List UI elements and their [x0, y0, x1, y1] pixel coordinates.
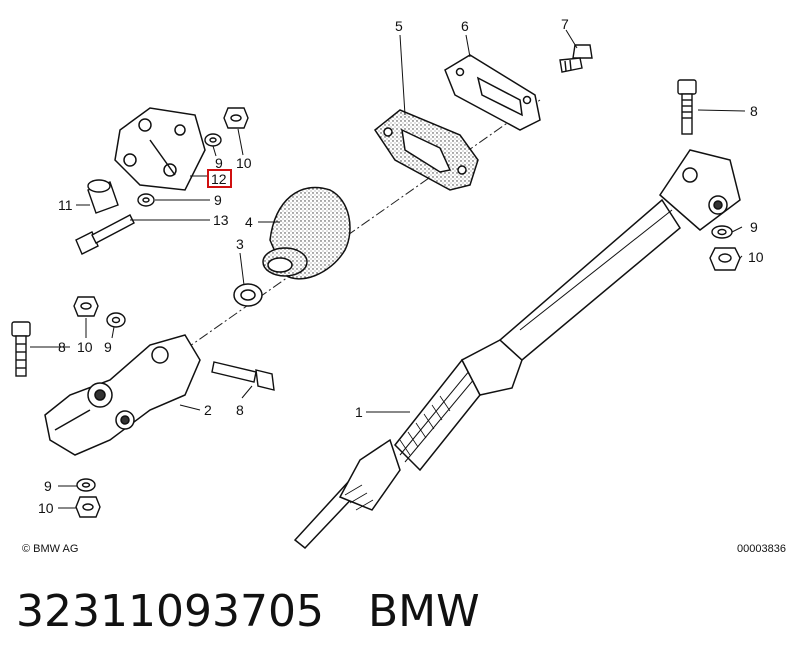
- washer-left: [76, 478, 96, 492]
- bearing-ring: [233, 283, 263, 307]
- flex-coupling: [114, 107, 206, 191]
- nut-left: [75, 496, 101, 518]
- callout-6: 6: [461, 18, 469, 34]
- part-footer: 32311093705 BMW: [16, 586, 524, 637]
- exploded-parts-diagram: 1 2 3 4 5 6 7 8 8 8 9 9 9 9 10 10 10 10 …: [11, 16, 786, 555]
- callout-10-top: 10: [236, 155, 252, 171]
- washer-top: [204, 133, 222, 147]
- diagram-id: 00003836: [737, 543, 786, 555]
- callout-10-mid: 10: [77, 339, 93, 355]
- callout-9-right: 9: [750, 219, 758, 235]
- shaft-splines: [344, 395, 451, 511]
- rubber-boot: [262, 186, 351, 280]
- nut-right: [709, 247, 741, 271]
- steering-shaft: [293, 149, 741, 550]
- bolt-left: [11, 321, 31, 377]
- sleeve: [87, 179, 119, 214]
- bolt-mid: [211, 361, 275, 391]
- callout-5: 5: [395, 18, 403, 34]
- callout-9-top: 9: [215, 155, 223, 171]
- gasket: [444, 54, 541, 131]
- callout-9-top2: 9: [214, 192, 222, 208]
- callout-13: 13: [213, 212, 229, 228]
- highlight-box: [207, 169, 232, 188]
- callout-10-left: 10: [38, 500, 54, 516]
- bolt-13: [75, 214, 135, 255]
- cover-plate: [373, 109, 479, 191]
- washer-right: [711, 225, 733, 239]
- screw: [559, 44, 593, 73]
- part-number: 32311093705: [16, 586, 324, 637]
- callout-3: 3: [236, 236, 244, 252]
- callout-12: 12: [211, 171, 227, 187]
- washer-coupling: [137, 193, 155, 207]
- callout-10-right: 10: [748, 249, 764, 265]
- callout-8-bolt-mid: 8: [236, 402, 244, 418]
- washer-mid: [106, 312, 126, 328]
- callout-7: 7: [561, 16, 569, 32]
- brand-name: BMW: [367, 586, 480, 637]
- nut-mid: [73, 296, 99, 317]
- callout-9-mid: 9: [104, 339, 112, 355]
- callout-8-left: 8: [58, 339, 66, 355]
- callout-11: 11: [58, 197, 73, 213]
- callout-4: 4: [245, 214, 253, 230]
- callout-1: 1: [355, 404, 363, 420]
- callout-8-top-right: 8: [750, 103, 758, 119]
- bolt-top-right: [677, 79, 697, 135]
- lower-universal-joint: [44, 334, 201, 456]
- copyright: © BMW AG: [22, 543, 78, 555]
- callout-9-left: 9: [44, 478, 52, 494]
- leader-lines: [30, 29, 746, 509]
- nut-top: [223, 107, 249, 129]
- axis-line: [169, 99, 541, 361]
- callout-2: 2: [204, 402, 212, 418]
